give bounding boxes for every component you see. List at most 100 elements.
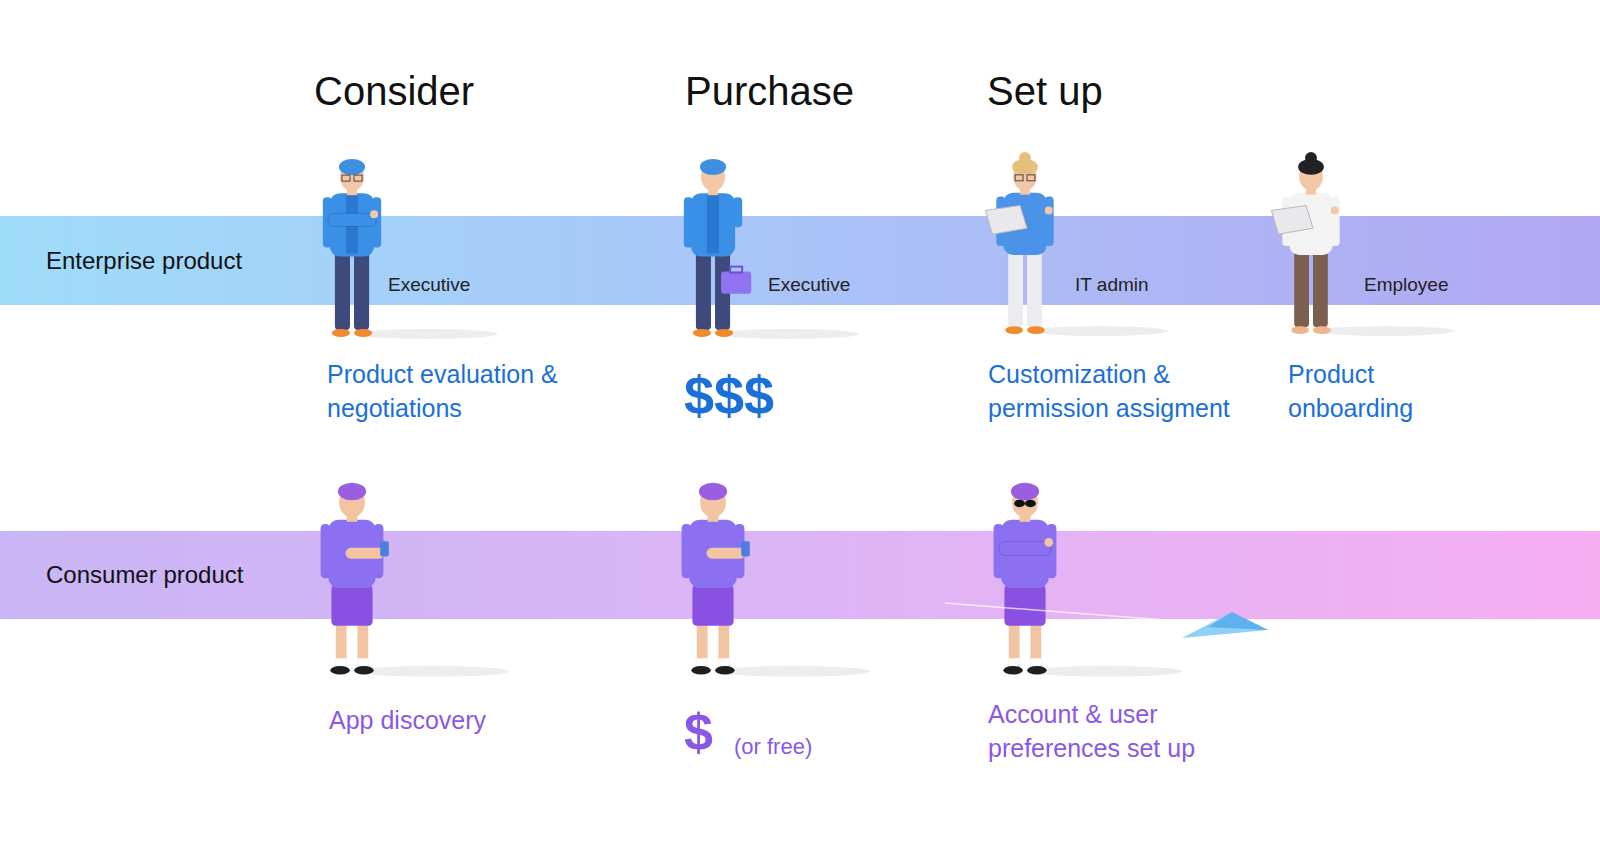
role-label: Executive [768, 273, 908, 297]
phone [380, 541, 389, 556]
shoe [1005, 326, 1023, 334]
leg [697, 620, 708, 669]
glasses [354, 175, 362, 181]
shorts [1004, 585, 1045, 626]
shoe [330, 666, 350, 675]
sock [718, 658, 729, 667]
shoe [332, 329, 350, 337]
hand [1045, 206, 1053, 214]
shoe [691, 666, 711, 675]
column-heading: Set up [987, 66, 1247, 116]
person-figure [985, 152, 1168, 336]
person-figure [682, 483, 871, 677]
band-fill [0, 531, 1600, 619]
paper-plane-wing [1208, 612, 1268, 630]
person-figure [323, 159, 498, 339]
sock [1009, 658, 1020, 667]
step-description: Product onboarding [1288, 357, 1458, 425]
figure-shadow [718, 329, 859, 339]
step-description: Account & user preferences set up [988, 697, 1228, 765]
leg [354, 252, 369, 330]
shoe [1027, 326, 1045, 334]
shorts [692, 585, 733, 626]
shoe [1027, 666, 1047, 675]
hair [699, 483, 727, 500]
column-heading: Purchase [685, 66, 945, 116]
briefcase [721, 272, 751, 294]
step-description: Customization & permission assigment [988, 357, 1278, 425]
shoe [1003, 666, 1023, 675]
hair [700, 159, 726, 175]
leg [696, 252, 711, 330]
paper-plane [1182, 612, 1268, 638]
band-fill [0, 216, 1600, 305]
person-figure [1271, 152, 1454, 336]
hair [338, 483, 366, 500]
phone [741, 541, 750, 556]
leg [1027, 250, 1042, 327]
column-heading: Consider [314, 66, 574, 116]
briefcase-handle [730, 267, 742, 273]
price-symbol: $$$ [684, 366, 884, 424]
shoe [1291, 326, 1309, 334]
step-description: Product evaluation & negotiations [327, 357, 592, 425]
sock [1030, 658, 1041, 667]
leg [1313, 250, 1328, 327]
band-title: Enterprise product [46, 247, 242, 275]
shoe [354, 666, 374, 675]
hair [339, 159, 365, 175]
hair-bun [1019, 152, 1031, 164]
forearm [346, 548, 385, 559]
figure-shadow [718, 666, 870, 677]
shoe [354, 329, 372, 337]
sock [697, 658, 708, 667]
leg [1030, 620, 1041, 669]
leg [1009, 620, 1020, 669]
forearm [707, 548, 746, 559]
leg [1294, 250, 1309, 327]
sunglasses [1025, 500, 1036, 508]
glasses [1027, 175, 1035, 181]
role-label: Executive [388, 273, 528, 297]
shoe [1313, 326, 1331, 334]
hair-bun [1305, 152, 1317, 164]
sock [336, 658, 347, 667]
figure-shadow [1030, 666, 1182, 677]
hand [1045, 538, 1054, 547]
glasses [1015, 175, 1023, 181]
sunglasses [1014, 500, 1025, 508]
person-figure [321, 483, 509, 677]
shoe [715, 666, 735, 675]
figure-shadow [1030, 326, 1168, 336]
hand [1331, 206, 1339, 214]
hair [1011, 483, 1039, 500]
person-figure [994, 483, 1182, 677]
crossed-arms [999, 541, 1051, 555]
role-label: Employee [1364, 273, 1504, 297]
figure-shadow [357, 329, 498, 339]
leg [1008, 250, 1023, 327]
shoe [715, 329, 733, 337]
product-band: Consumer product [0, 531, 1600, 619]
leg [335, 252, 350, 330]
shirt-inner [707, 195, 719, 253]
torso [691, 193, 735, 256]
figure-shadow [1316, 326, 1454, 336]
leg [357, 620, 368, 669]
leg [336, 620, 347, 669]
plane-trail [945, 603, 1165, 620]
shoe [693, 329, 711, 337]
figure-shadow [357, 666, 509, 677]
shorts [331, 585, 372, 626]
crossed-arms [328, 213, 376, 226]
laptop [1271, 206, 1313, 235]
hand [370, 210, 378, 218]
step-description: App discovery [329, 703, 589, 737]
glasses [342, 175, 350, 181]
band-title: Consumer product [46, 561, 243, 589]
sock [357, 658, 368, 667]
laptop [985, 206, 1027, 235]
leg [718, 620, 729, 669]
role-label: IT admin [1075, 273, 1215, 297]
